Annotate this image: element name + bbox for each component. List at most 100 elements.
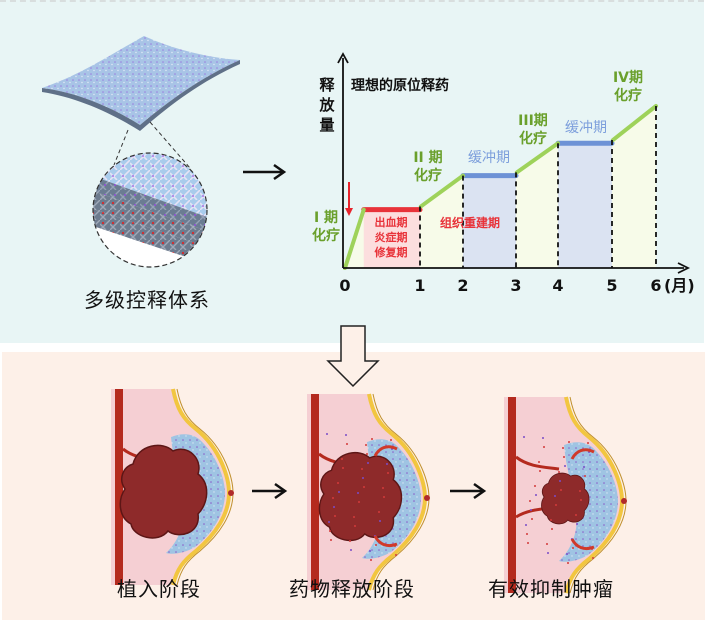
drug-particle — [566, 553, 568, 555]
chemo-line-segment-4 — [610, 104, 658, 143]
drug-particle — [371, 438, 373, 440]
right-arrow-icon — [243, 163, 287, 181]
phase-label-rebuild: 组织重建期 — [440, 215, 500, 230]
drug-particle — [387, 472, 389, 474]
phase-label-healing: 炎症期 — [375, 230, 408, 244]
blood-vessel — [115, 389, 123, 585]
drug-particle — [587, 442, 589, 444]
x-tick-label-1: 1 — [414, 276, 425, 295]
drug-particle — [530, 509, 532, 511]
zoom-line-right — [149, 121, 191, 169]
down-hollow-arrow-icon — [326, 325, 380, 388]
stage-label-implant: 植入阶段 — [117, 577, 201, 601]
drug-particle — [559, 480, 561, 482]
tumor — [119, 444, 208, 539]
drug-particle — [555, 504, 557, 506]
drug-particle — [346, 443, 348, 445]
x-axis-unit-label: (月) — [664, 276, 695, 295]
x-axis-arrow-icon — [677, 262, 691, 274]
y-axis-label-char: 放 — [318, 96, 335, 114]
stage-label-suppression: 有效抑制肿瘤 — [488, 577, 614, 601]
x-tick-label-0: 0 — [339, 276, 350, 295]
drug-particle — [357, 492, 359, 494]
drug-particle — [554, 495, 556, 497]
drug-particle — [535, 494, 537, 496]
drug-particle — [334, 515, 336, 517]
drug-particle — [354, 525, 356, 527]
drug-particle — [332, 497, 334, 499]
x-tick-label-2: 2 — [457, 276, 468, 295]
drug-particle — [341, 458, 343, 460]
drug-particle — [358, 501, 360, 503]
breast-illustrations — [111, 388, 627, 594]
drug-particle — [580, 499, 582, 501]
phase-label-healing: 出血期 — [375, 215, 408, 229]
drug-particle — [338, 491, 340, 493]
drug-particle — [363, 486, 365, 488]
phase-label-buffer: 缓冲期 — [565, 120, 607, 136]
phase-label-chemo: 化疗 — [312, 227, 340, 244]
phase-label-chemo: 化疗 — [519, 130, 547, 147]
x-tick-label-6: 6 — [650, 276, 661, 295]
tumor — [541, 472, 590, 525]
nipple — [621, 498, 627, 504]
drug-particle — [567, 562, 569, 564]
drug-particle — [361, 468, 363, 470]
drug-particle — [349, 540, 351, 542]
x-tick-label-4: 4 — [552, 276, 563, 295]
drug-particle — [370, 559, 372, 561]
blood-vessel — [508, 397, 516, 593]
drug-particle — [560, 489, 562, 491]
stage-arrow-icon-1 — [252, 482, 288, 500]
drug-particle — [369, 550, 371, 552]
drug-particle — [542, 437, 544, 439]
drug-particle — [575, 514, 577, 516]
drug-particle — [367, 462, 369, 464]
chemo-line-segment-1 — [343, 207, 366, 270]
phase-label-chemo: II 期 — [413, 150, 442, 166]
drug-particle — [523, 436, 525, 438]
breast-illustration-2 — [307, 393, 430, 591]
drug-particle — [329, 530, 331, 532]
drug-particle — [583, 466, 585, 468]
implant-sheet — [42, 36, 240, 131]
phase-label-buffer: 缓冲期 — [468, 150, 510, 166]
magnified-layers — [93, 153, 207, 267]
y-axis-label-char: 释 — [319, 76, 335, 94]
release-arrow-lower — [570, 538, 595, 551]
drug-particle — [525, 524, 527, 526]
drug-particle — [538, 461, 540, 463]
release-arrow-lower — [373, 535, 398, 548]
drug-particle — [366, 453, 368, 455]
drug-particle — [353, 516, 355, 518]
drug-particle — [362, 477, 364, 479]
drug-particle — [526, 533, 528, 535]
drug-particle — [531, 518, 533, 520]
drug-particle — [326, 433, 328, 435]
drug-particle — [390, 439, 392, 441]
drug-particle — [543, 446, 545, 448]
drug-particle — [330, 539, 332, 541]
release-arrow-upper — [570, 448, 595, 460]
chart-title: 理想的原位释药 — [351, 77, 449, 94]
drug-particle — [382, 487, 384, 489]
drug-particle — [564, 465, 566, 467]
drug-particle — [584, 475, 586, 477]
red-down-arrow-head — [345, 208, 353, 216]
phase-label-chemo: 化疗 — [614, 87, 642, 104]
x-tick-label-5: 5 — [606, 276, 617, 295]
drug-particle — [550, 519, 552, 521]
drug-particle — [529, 500, 531, 502]
drug-particle — [547, 552, 549, 554]
phase-label-chemo: 化疗 — [414, 167, 442, 184]
drug-particle — [576, 523, 578, 525]
drug-particle — [546, 543, 548, 545]
drug-particle — [527, 542, 529, 544]
material-caption: 多级控释体系 — [84, 288, 210, 312]
y-axis-arrow-icon — [337, 52, 349, 64]
blood-vessel — [311, 394, 319, 590]
nipple — [424, 495, 430, 501]
release-arrow-upper — [373, 445, 398, 457]
